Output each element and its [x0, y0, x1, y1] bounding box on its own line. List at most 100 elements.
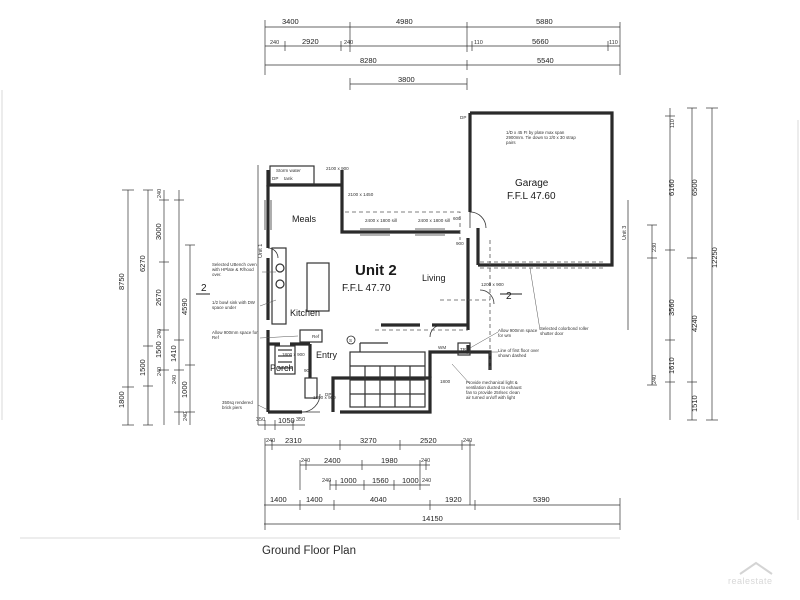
garage-ffl: F.F.L 47.60: [507, 191, 556, 202]
walls: [266, 111, 614, 414]
section-mark-right: 2: [506, 291, 512, 302]
bottom-dimensions: [258, 420, 621, 530]
right-dim-text: 12250 6500 4240 1510 6160 3560 1610 110 …: [652, 119, 719, 412]
window-tag: 600: [453, 216, 461, 221]
dim-label: 240: [322, 478, 331, 484]
boundary-lines: [257, 165, 629, 425]
window-tag: 2400 x 1800 sill: [418, 218, 450, 223]
dim-label: 3000: [154, 223, 163, 240]
window-tag: 2100 x 1450: [348, 192, 374, 197]
left-dimensions: [122, 189, 195, 426]
side-label-unit-3: Unit 3: [622, 226, 628, 240]
unit-ffl: F.F.L 47.70: [342, 283, 391, 294]
entry-label: Entry: [316, 350, 338, 360]
window-tag: 1800 x 900: [282, 352, 305, 357]
bottom-dim-text: 350 1050 350 240 2310 3270 2520 240 240 …: [256, 416, 550, 523]
dim-label: 4040: [370, 495, 387, 504]
dim-label: 2400: [324, 456, 341, 465]
dim-label: 240: [157, 329, 163, 338]
window-tag: 1800 x 900: [313, 395, 336, 400]
top-dimensions: [264, 20, 621, 90]
dim-label: 240: [301, 458, 310, 464]
interior-lines: [269, 165, 471, 408]
dim-label: 3800: [398, 75, 415, 84]
dim-label: 240: [421, 458, 430, 464]
dim-label: 1920: [445, 495, 462, 504]
dim-label: 240: [172, 375, 178, 384]
dim-label: 5540: [537, 56, 554, 65]
dim-label: 6160: [667, 179, 676, 196]
dim-label: 6270: [138, 255, 147, 272]
dim-label: 110: [670, 119, 676, 128]
dim-label: 1050: [278, 416, 295, 425]
dim-label: 3560: [667, 299, 676, 316]
dim-label: 2670: [154, 289, 163, 306]
dim-label: 1500: [154, 341, 163, 358]
dim-label: 5390: [533, 495, 550, 504]
tr-label: TR: [460, 347, 467, 352]
door-swings: [267, 211, 495, 413]
left-dim-text: 8750 1800 6270 1500 3000 2670 1500 240 2…: [117, 189, 189, 421]
dim-label: 6500: [690, 179, 699, 196]
dim-label: 12250: [710, 247, 719, 268]
dim-label: 240: [422, 478, 431, 484]
porch-label: Porch: [270, 363, 294, 373]
watermark-text: realestate: [728, 576, 773, 586]
dim-label: 3400: [282, 17, 299, 26]
dim-label: 1980: [381, 456, 398, 465]
ref-label: Ref: [312, 334, 320, 339]
garage-label: Garage: [515, 178, 549, 189]
window-tag: 1200 x 900: [481, 282, 504, 287]
kitchen-label: Kitchen: [290, 308, 320, 318]
dim-label: 240: [652, 375, 658, 384]
dim-label: 1000: [180, 381, 189, 398]
border-lines: [1, 90, 799, 539]
dim-label: 3270: [360, 436, 377, 445]
dim-label: 1000: [402, 476, 419, 485]
leader-lines: [257, 267, 541, 411]
tank-label: tank: [284, 176, 293, 181]
dp-label: DP: [272, 176, 278, 181]
garage-door-note: Selected colorbond roller shutter door: [540, 326, 589, 336]
dim-label: 4240: [690, 315, 699, 332]
dim-label: 1410: [169, 345, 178, 362]
dp-label: DP: [325, 392, 331, 397]
windows: [264, 200, 445, 236]
dim-label: 240: [157, 367, 163, 376]
annotation-notes: 1/D x 45 FI by plate max span 2900mm. Ti…: [212, 130, 589, 410]
dim-label: 350: [296, 417, 305, 423]
dim-label: 1800: [117, 391, 126, 408]
top-dim-text: 3400 4980 5880 240 2920 240 110 5660 110…: [270, 17, 618, 84]
sink-note: 1/2 bowl sink with DW space under: [212, 300, 255, 310]
dim-label: 1400: [270, 495, 287, 504]
dim-label: 240: [344, 40, 353, 46]
dim-label: 110: [609, 40, 618, 46]
window-tag: 900: [304, 368, 312, 373]
dim-label: 1400: [306, 495, 323, 504]
dim-label: 14150: [422, 514, 443, 523]
dim-label: 240: [266, 438, 275, 444]
unit-label: Unit 2: [355, 262, 397, 279]
brick-piers-note: 350sq rendered brick piers: [222, 400, 253, 410]
dim-label: 240: [157, 189, 163, 198]
dim-label: 1510: [690, 395, 699, 412]
dim-label: 5660: [532, 37, 549, 46]
smoke-detector-icon: S: [346, 335, 356, 345]
dim-label: 240: [183, 412, 189, 421]
dim-label: 2310: [285, 436, 302, 445]
dashed-lines: [345, 211, 605, 370]
dim-label: 5880: [536, 17, 553, 26]
garage-roof-note: 1/D x 45 FI by plate max span 2900mm. Ti…: [506, 130, 576, 145]
first-floor-note: Line of first floor over shown dashed: [498, 348, 539, 358]
right-dimensions: [647, 107, 718, 421]
dim-label: 350: [256, 417, 265, 423]
window-tag: 1800: [440, 379, 451, 384]
dim-label: 1610: [667, 357, 676, 374]
dim-label: 2920: [302, 37, 319, 46]
wm-label: WM: [438, 345, 446, 350]
fixture-labels: Storm water DP tank DP Ref WM TR DP: [272, 115, 467, 397]
dim-label: 240: [270, 40, 279, 46]
dim-label: 1560: [372, 476, 389, 485]
dim-label: 4590: [180, 298, 189, 315]
